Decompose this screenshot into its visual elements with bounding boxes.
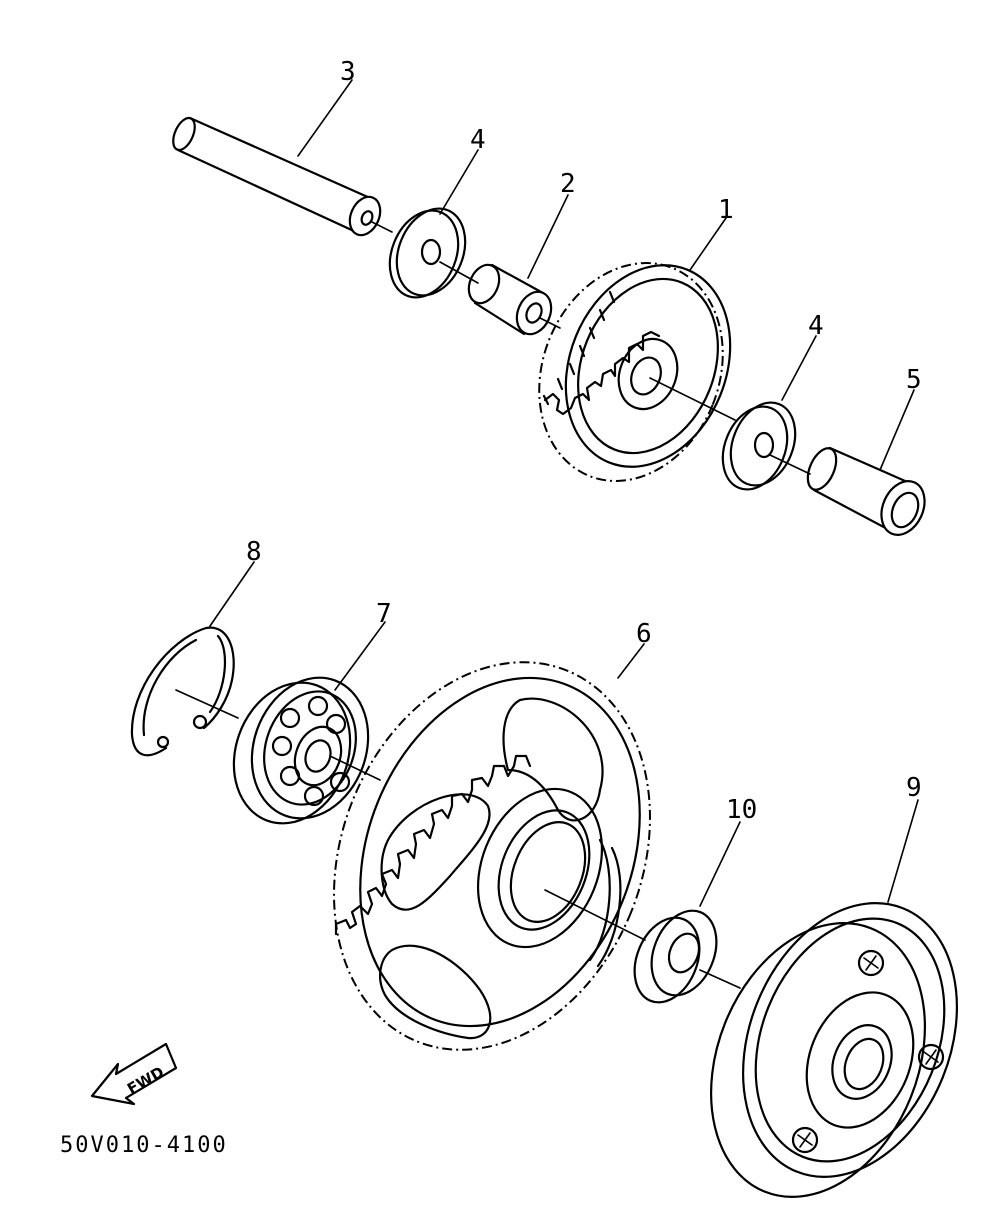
diagram-code: 50V010-4100 [60,1133,228,1158]
callout-1: 1 [718,195,734,225]
clutch-part-9 [710,902,958,1198]
bushing-part-2 [467,263,553,336]
shaft-part-3 [172,116,382,237]
callout-8: 8 [246,537,262,567]
collar-part-5 [806,446,926,536]
fwd-direction-arrow: FWD [90,1042,178,1106]
ring-gear-part-6 [333,661,651,1051]
fwd-label: FWD [124,1063,167,1098]
callout-5: 5 [906,365,922,395]
callout-4-lower: 4 [808,311,824,341]
callout-7: 7 [376,599,392,629]
callout-4-upper: 4 [470,125,486,155]
axis-line-lower [175,689,741,989]
callout-3: 3 [340,57,356,87]
washer-part-4-lower [721,401,797,491]
callout-10: 10 [726,795,757,825]
washer-part-4-upper [388,207,467,299]
callout-9: 9 [906,773,922,803]
axis-line-upper [371,221,811,475]
spacer-part-10 [633,909,718,1004]
gear-part-1 [538,262,732,482]
callout-6: 6 [636,619,652,649]
callout-2: 2 [560,169,576,199]
bearing-part-7 [232,676,370,825]
circlip-part-8 [130,626,235,757]
leader-lines [209,79,919,907]
